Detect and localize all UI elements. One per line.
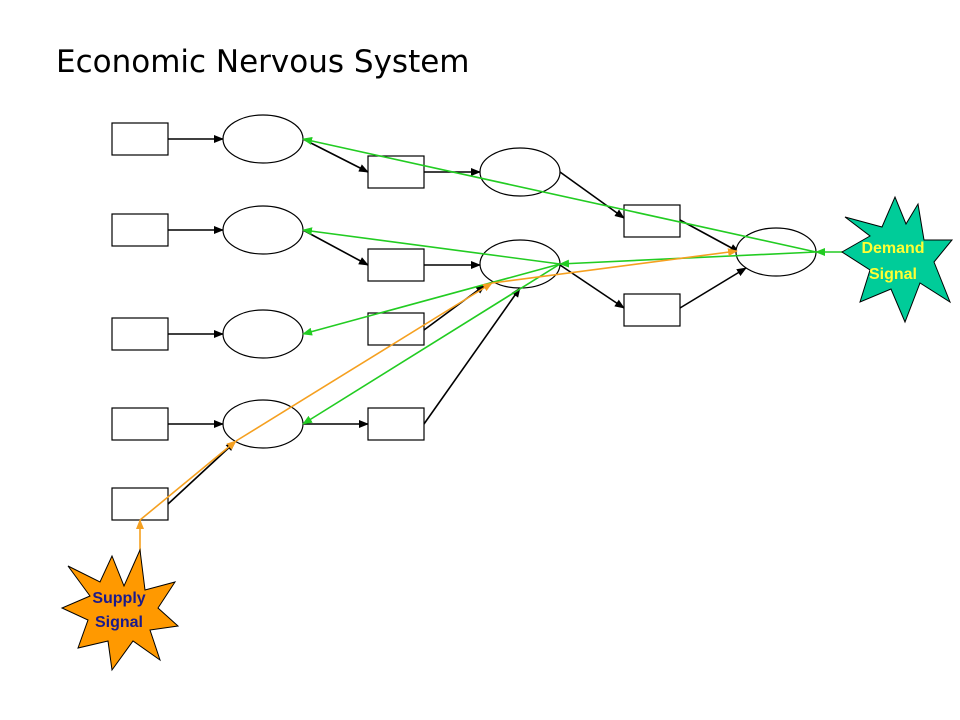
rect-node — [111, 317, 169, 351]
demand-signal-label-line1: Demand — [861, 240, 924, 257]
ellipse-node — [222, 114, 304, 164]
flow-arrows — [167, 135, 747, 505]
demand-signal-arrows — [302, 137, 845, 425]
demand-signal-arrow — [302, 227, 561, 265]
ellipse-node — [222, 205, 304, 255]
demand-signal-label-line2: Signal — [869, 266, 917, 283]
supply-signal-arrow — [491, 248, 738, 284]
ellipse-node — [479, 147, 561, 197]
flow-arrow — [679, 219, 740, 253]
flow-arrow — [167, 441, 236, 505]
demand-signal-arrow — [302, 263, 561, 425]
flow-arrow — [679, 267, 747, 309]
supply-signal-label-line1: Supply — [92, 590, 145, 607]
rect-node — [367, 248, 425, 282]
supply-star-shape — [60, 548, 180, 672]
supply-signal-label-line2: Signal — [95, 614, 143, 631]
demand-signal-starburst: Demand Signal — [841, 195, 954, 324]
page-title: Economic Nervous System — [56, 44, 470, 80]
rect-node — [367, 155, 425, 189]
ellipse-node — [479, 239, 561, 289]
ellipse-node — [222, 309, 304, 359]
demand-star-shape — [841, 195, 954, 324]
flow-arrow — [302, 229, 369, 266]
rect-node — [111, 407, 169, 441]
rect-node — [367, 312, 425, 346]
rect-node — [111, 213, 169, 247]
flow-arrow — [423, 284, 486, 331]
supply-signal-starburst: Supply Signal — [60, 548, 180, 672]
flow-arrow — [559, 264, 625, 309]
flow-arrow — [302, 138, 369, 173]
ellipse-nodes — [222, 114, 817, 449]
rect-node — [623, 293, 681, 327]
supply-signal-arrow — [139, 440, 237, 521]
rect-node — [623, 204, 681, 238]
flow-arrow — [423, 287, 521, 425]
demand-signal-arrow — [302, 263, 561, 336]
rect-nodes — [111, 122, 681, 521]
supply-signal-arrow — [235, 282, 493, 442]
flow-arrow — [559, 171, 625, 219]
demand-signal-arrow — [302, 137, 817, 253]
rect-node — [111, 122, 169, 156]
rect-node — [367, 407, 425, 441]
supply-signal-arrows — [136, 248, 738, 555]
